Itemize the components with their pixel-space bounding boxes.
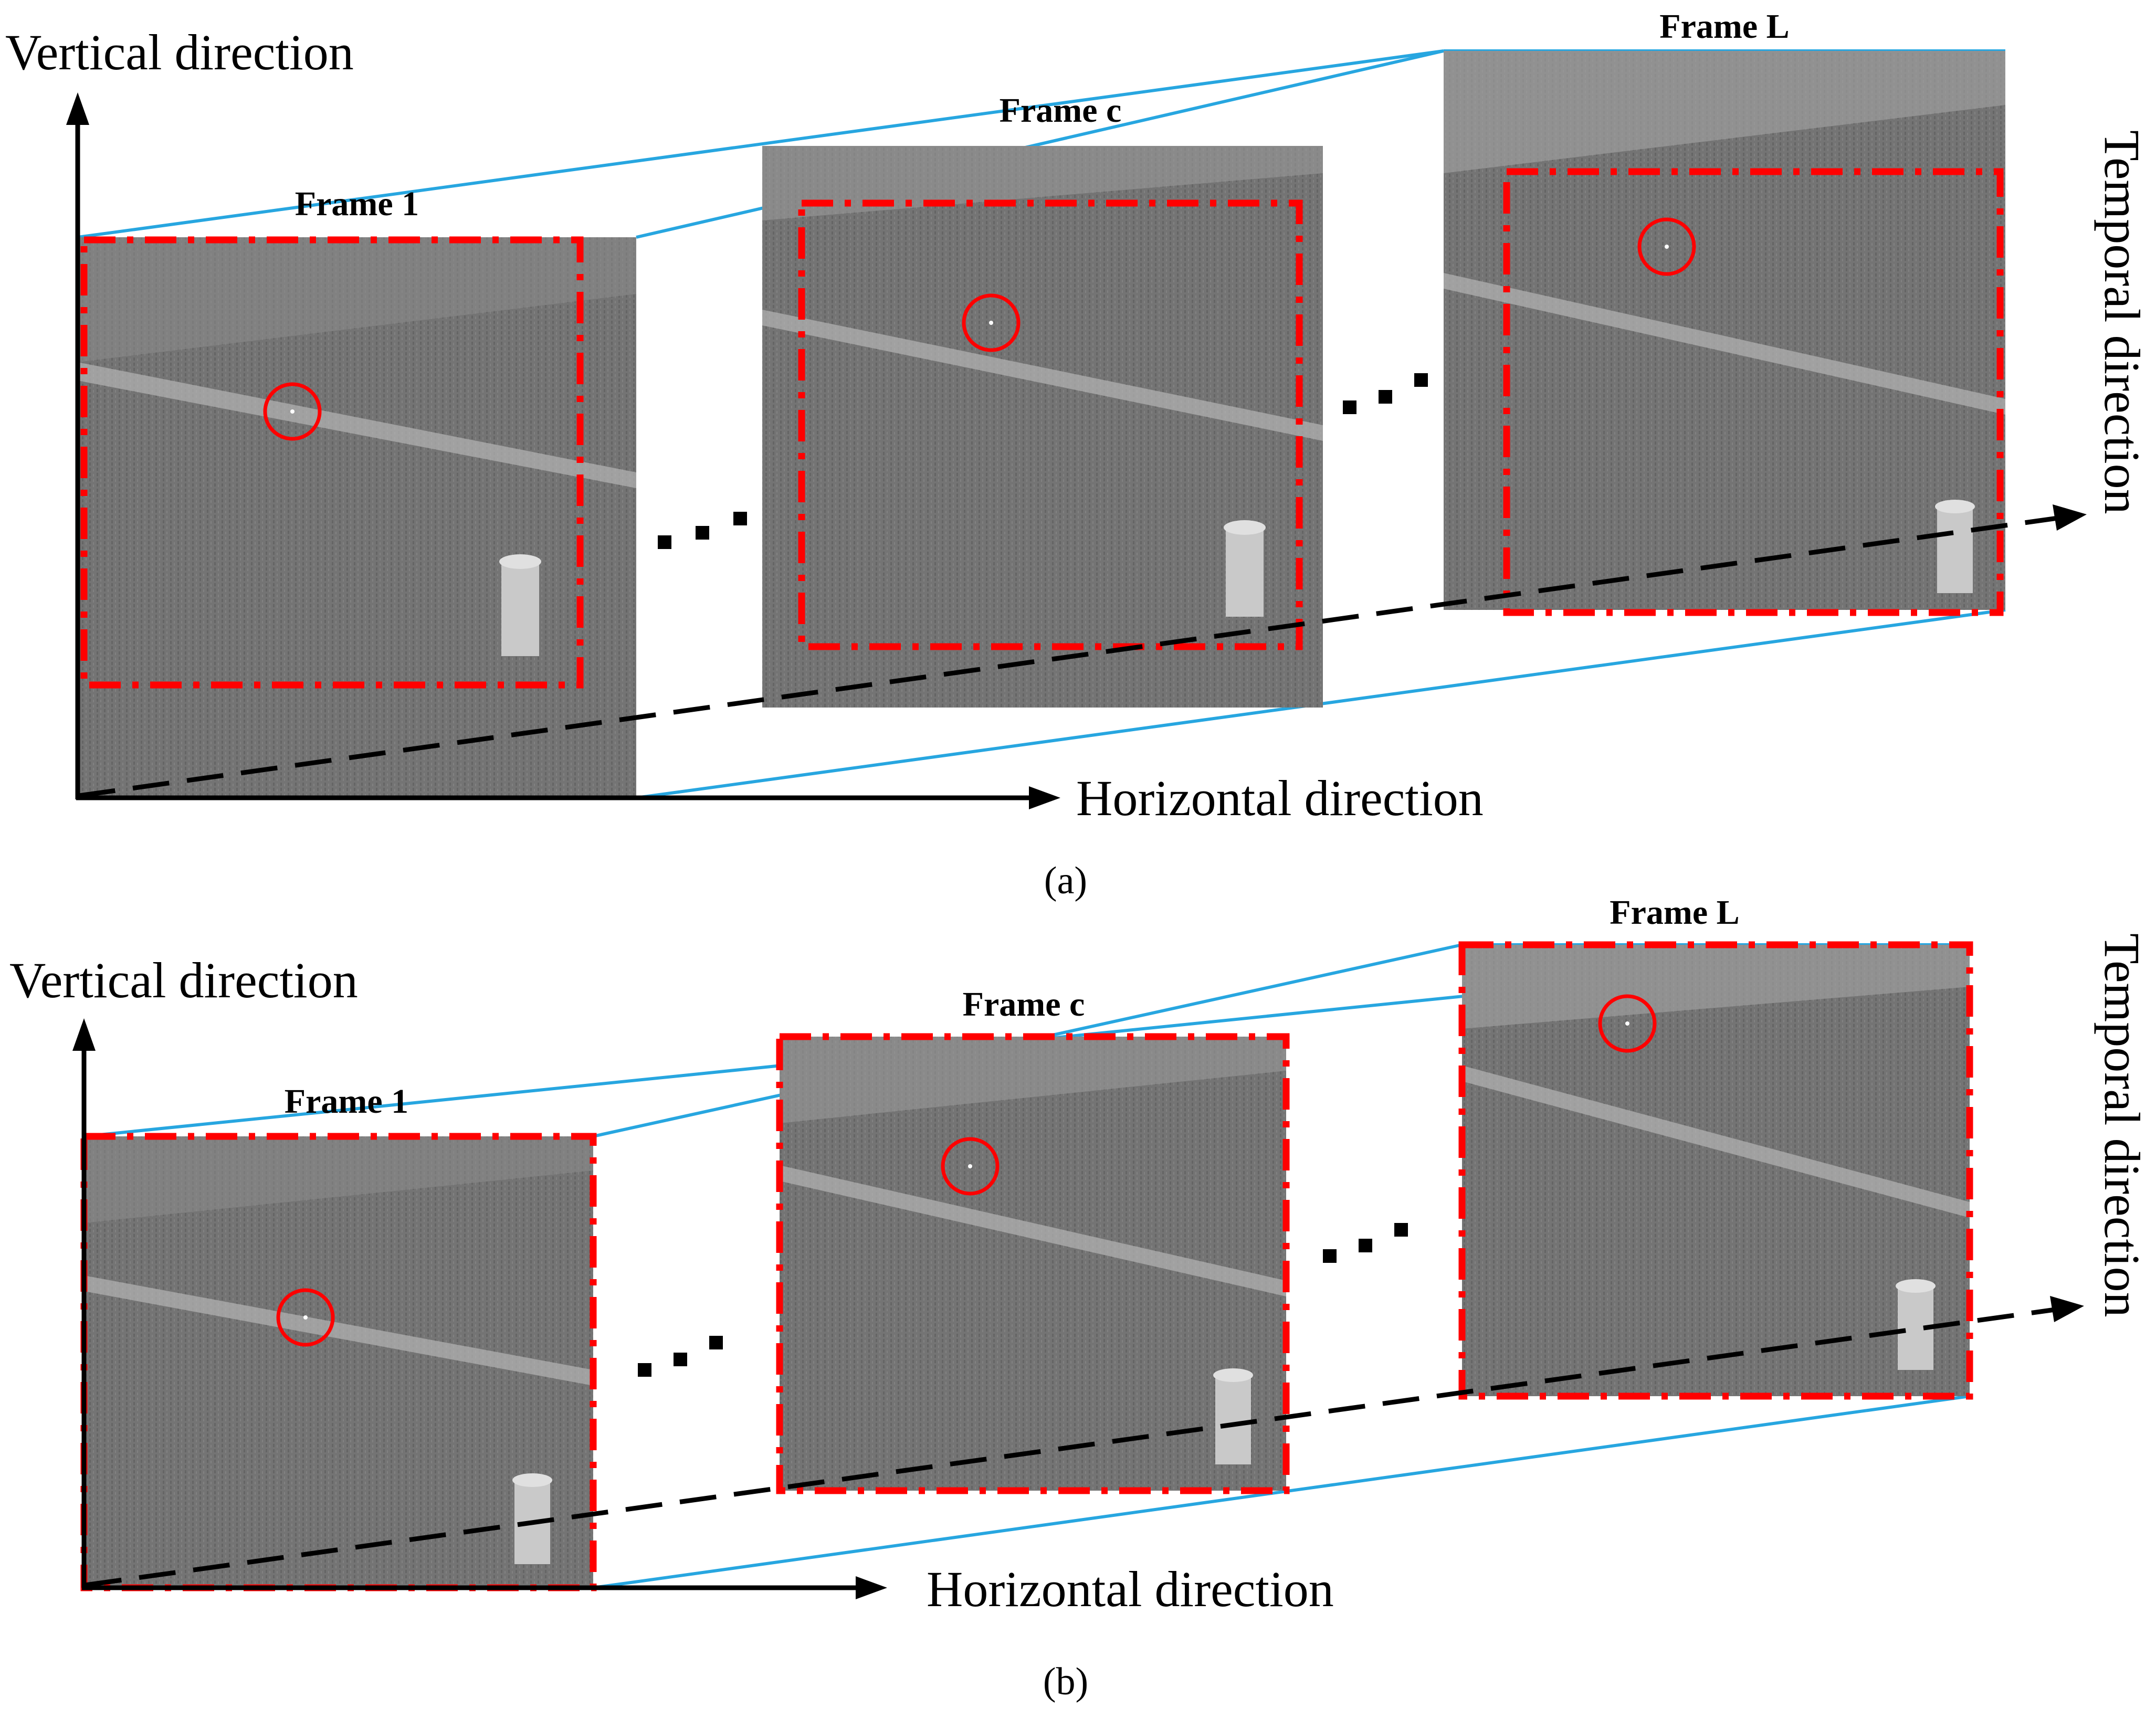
frame-l-title: Frame L bbox=[1659, 7, 1789, 46]
panel-b: Frame 1 Frame c Frame L Vertical directi… bbox=[9, 893, 2150, 1703]
target-circle bbox=[1637, 217, 1696, 276]
roi-box bbox=[1503, 168, 2004, 616]
temporal-axis-label: Temporal direction bbox=[2094, 130, 2150, 514]
frame-c-title: Frame c bbox=[1000, 91, 1122, 130]
target-circle bbox=[276, 1288, 335, 1347]
roi-box bbox=[798, 199, 1303, 650]
roi-box bbox=[80, 236, 584, 689]
temporal-axis-arrowhead bbox=[2053, 504, 2087, 531]
horizontal-axis-arrowhead bbox=[856, 1576, 887, 1599]
frame-1-image-a bbox=[78, 237, 636, 798]
frame-l-image-b bbox=[1462, 945, 1970, 1396]
ellipsis-dots-b-2 bbox=[1323, 1223, 1408, 1263]
roi-box bbox=[776, 1033, 1290, 1494]
ellipsis-dots-b-1 bbox=[638, 1336, 723, 1377]
temporal-axis-arrowhead bbox=[2050, 1296, 2084, 1322]
horizontal-axis-label: Horizontal direction bbox=[927, 1561, 1334, 1617]
frame-l-title: Frame L bbox=[1610, 893, 1739, 932]
horizontal-axis-arrowhead bbox=[1029, 786, 1060, 809]
frame-1-title: Frame 1 bbox=[295, 185, 419, 223]
temporal-axis-a bbox=[78, 515, 2058, 798]
target-circle bbox=[941, 1137, 1000, 1196]
roi-box bbox=[80, 1133, 597, 1591]
caption-b: (b) bbox=[1043, 1660, 1088, 1703]
target-circle bbox=[263, 382, 322, 441]
vertical-axis-label: Vertical direction bbox=[5, 24, 354, 80]
ellipsis-dots-a-2 bbox=[1343, 373, 1428, 414]
vertical-axis-arrowhead bbox=[66, 92, 89, 125]
horizontal-axis-label: Horizontal direction bbox=[1076, 770, 1484, 826]
frame-l-image-a bbox=[1444, 51, 2005, 610]
roi-box bbox=[1458, 941, 1973, 1400]
frame-c-image-b bbox=[780, 1037, 1286, 1491]
frame-c-title: Frame c bbox=[963, 985, 1085, 1024]
vertical-axis-arrowhead bbox=[72, 1018, 96, 1051]
panel-a: Frame 1 Frame c Frame L Vertical directi… bbox=[5, 7, 2150, 902]
target-circle bbox=[962, 293, 1021, 352]
target-circle bbox=[1598, 994, 1657, 1053]
temporal-axis-label: Temporal direction bbox=[2094, 933, 2150, 1317]
frame-1-title: Frame 1 bbox=[285, 1082, 408, 1121]
vertical-axis-label: Vertical direction bbox=[9, 952, 358, 1008]
frame-c-image-a bbox=[762, 146, 1323, 708]
caption-a: (a) bbox=[1044, 859, 1087, 902]
temporal-axis-b bbox=[85, 1307, 2056, 1588]
frame-1-image-b bbox=[84, 1136, 593, 1588]
ellipsis-dots-a-1 bbox=[658, 512, 747, 549]
